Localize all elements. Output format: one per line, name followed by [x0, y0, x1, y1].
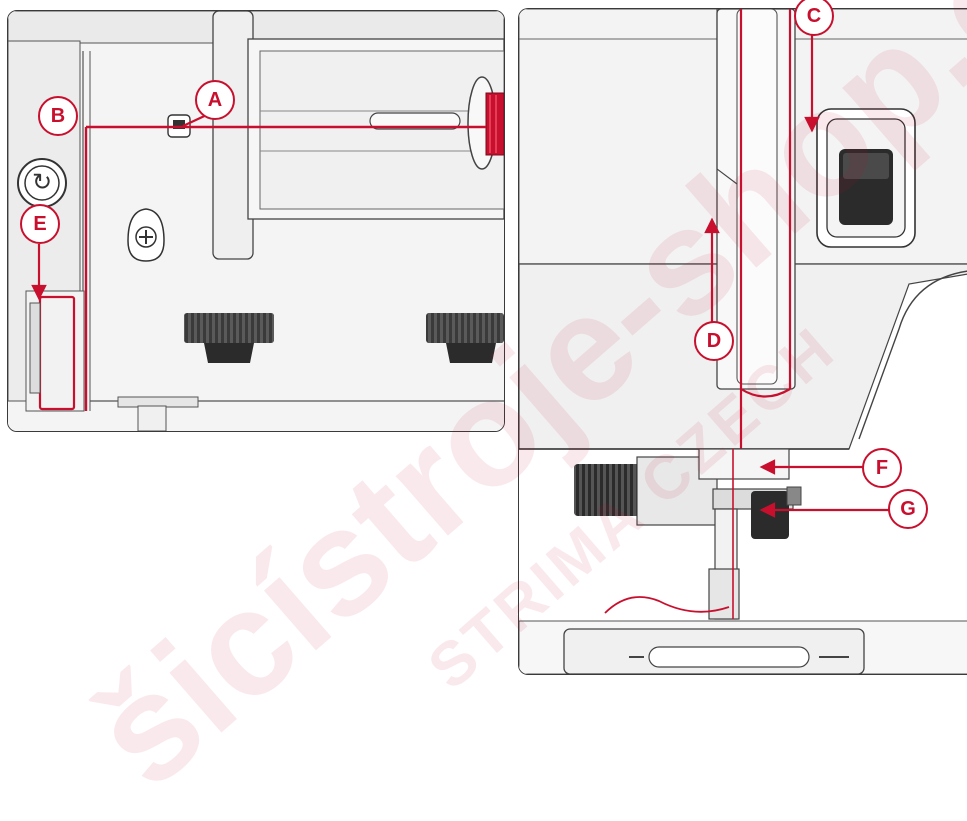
screw-icon	[128, 211, 164, 261]
callout-a: A	[195, 80, 235, 120]
knob-left	[184, 313, 274, 363]
callout-b: B	[38, 96, 78, 136]
top-view-illustration	[8, 11, 504, 431]
callout-e: E	[20, 204, 60, 244]
callout-f: F	[862, 448, 902, 488]
front-view-illustration	[519, 9, 967, 674]
knob-right	[426, 313, 504, 363]
callout-d: D	[694, 321, 734, 361]
rotate-arrows-icon: ↻	[31, 169, 53, 196]
top-view-panel: ↻	[7, 10, 505, 432]
front-view-panel	[518, 8, 967, 675]
callout-c: C	[794, 0, 834, 36]
callout-g: G	[888, 489, 928, 529]
